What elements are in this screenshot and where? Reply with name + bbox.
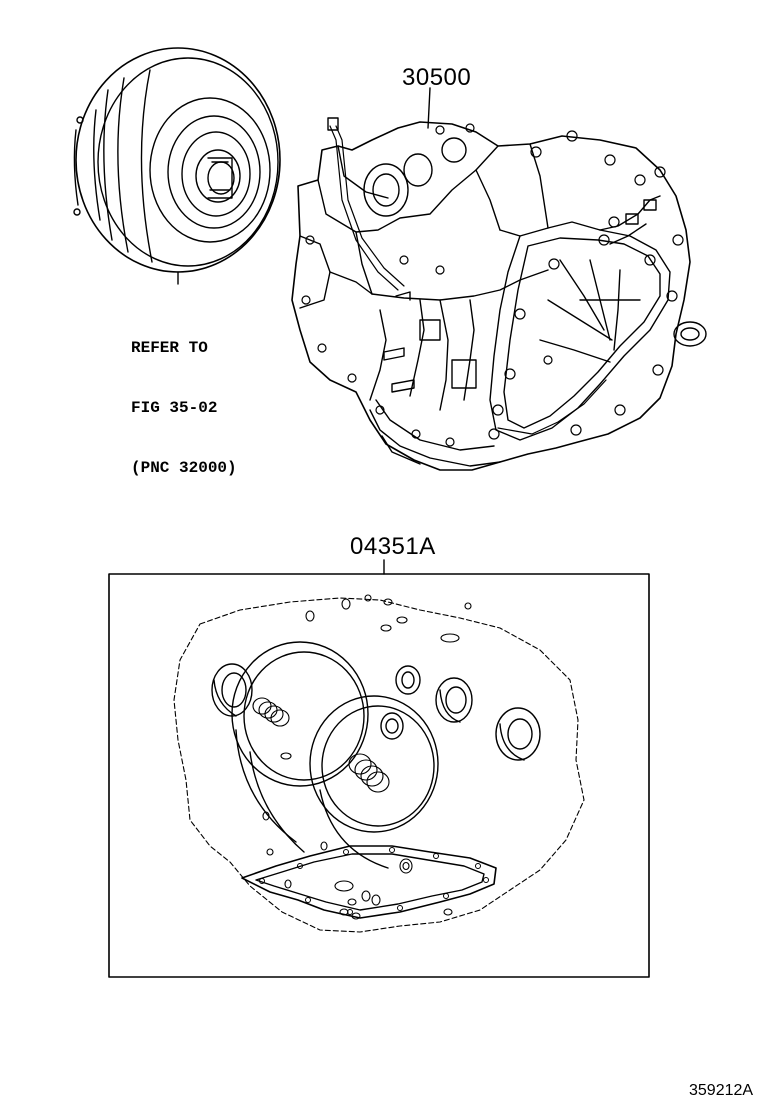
reference-note[interactable]: REFER TO FIG 35-02 (PNC 32000) <box>131 298 237 498</box>
kit-frame <box>108 573 650 978</box>
leader-line-30500 <box>427 87 431 129</box>
reference-line-3: (PNC 32000) <box>131 459 237 477</box>
gasket-kit-drawing <box>173 594 585 933</box>
illustration-number: 359212A <box>689 1082 754 1099</box>
reference-line-1: REFER TO <box>131 339 208 357</box>
part-number-label[interactable]: 04351A <box>350 533 436 560</box>
reference-line-2: FIG 35-02 <box>131 399 218 417</box>
torque-converter-drawing <box>73 47 281 285</box>
part-number-label[interactable]: 30500 <box>402 64 472 91</box>
transmission-assembly-drawing <box>291 117 707 471</box>
